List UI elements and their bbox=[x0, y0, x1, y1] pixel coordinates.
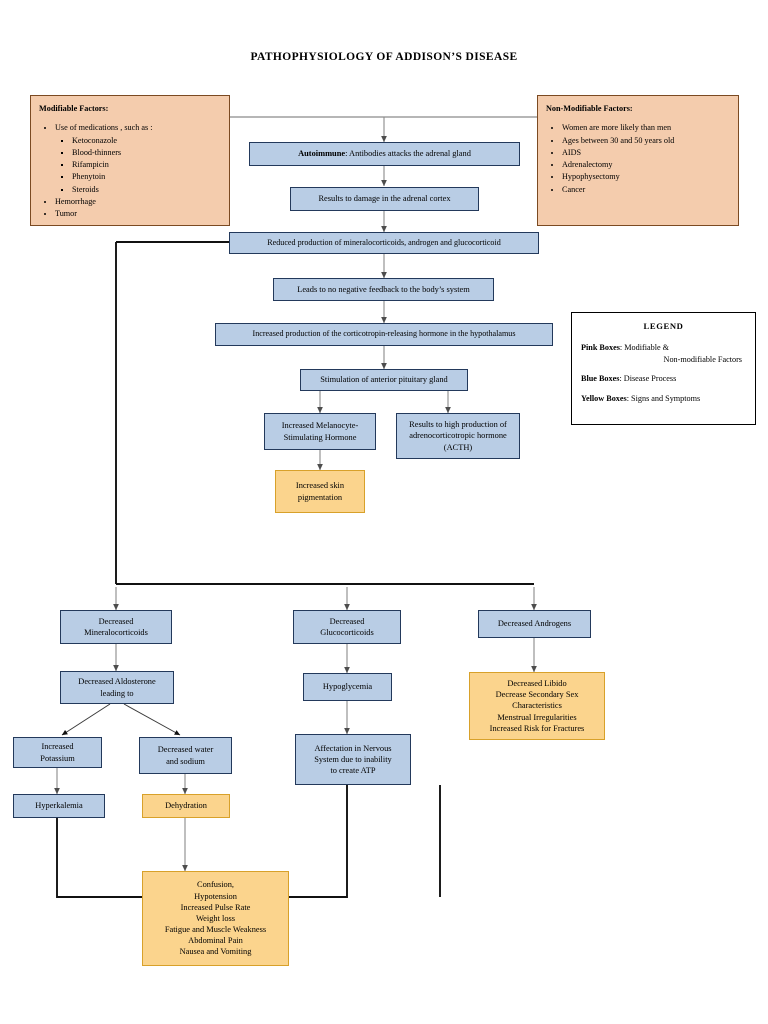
node-increased-potassium: Increased Potassium bbox=[13, 737, 102, 768]
legend-key: Pink Boxes bbox=[581, 342, 620, 352]
node-high-acth: Results to high production of adrenocort… bbox=[396, 413, 520, 459]
node-autoimmune-rest: : Antibodies attacks the adrenal gland bbox=[345, 149, 471, 159]
modifiable-factors-list: Use of medications , such as : Ketoconaz… bbox=[39, 122, 221, 220]
node-hypoglycemia: Hypoglycemia bbox=[303, 673, 392, 701]
list-item: Rifampicin bbox=[72, 159, 221, 171]
node-decreased-androgens: Decreased Androgens bbox=[478, 610, 591, 638]
legend-row-blue: Blue Boxes: Disease Process bbox=[581, 374, 677, 384]
legend-row-pink: Pink Boxes: Modifiable & Non-modifiable … bbox=[581, 342, 746, 367]
node-increased-skin-pigmentation: Increased skin pigmentation bbox=[275, 470, 365, 513]
non-modifiable-factors-list: Women are more likely than men Ages betw… bbox=[546, 122, 730, 196]
non-modifiable-factors-panel: Non-Modifiable Factors: Women are more l… bbox=[537, 95, 739, 226]
modifiable-factors-panel: Modifiable Factors: Use of medications ,… bbox=[30, 95, 230, 226]
list-item: Cancer bbox=[562, 184, 730, 196]
list-item: Hypophysectomy bbox=[562, 171, 730, 183]
node-pituitary-stimulation: Stimulation of anterior pituitary gland bbox=[300, 369, 468, 391]
list-item: Phenytoin bbox=[72, 171, 221, 183]
node-androgen-symptoms: Decreased Libido Decrease Secondary Sex … bbox=[469, 672, 605, 740]
list-item: Ages between 30 and 50 years old bbox=[562, 135, 730, 147]
medication-sublist: Ketoconazole Blood-thinners Rifampicin P… bbox=[55, 135, 221, 196]
non-modifiable-factors-heading: Non-Modifiable Factors: bbox=[546, 104, 633, 113]
node-reduced-production: Reduced production of mineralocorticoids… bbox=[229, 232, 539, 254]
list-item: Hemorrhage bbox=[55, 196, 221, 208]
legend-value: Signs and Symptoms bbox=[631, 393, 701, 403]
legend-key: Yellow Boxes bbox=[581, 393, 627, 403]
node-decreased-glucocorticoids: Decreased Glucocorticoids bbox=[293, 610, 401, 644]
list-item: Blood-thinners bbox=[72, 147, 221, 159]
list-item: Women are more likely than men bbox=[562, 122, 730, 134]
list-item: Ketoconazole bbox=[72, 135, 221, 147]
node-no-negative-feedback: Leads to no negative feedback to the bod… bbox=[273, 278, 494, 301]
page-title: PATHOPHYSIOLOGY OF ADDISON’S DISEASE bbox=[250, 51, 518, 63]
node-decreased-aldosterone: Decreased Aldosterone leading to bbox=[60, 671, 174, 704]
node-decreased-water-sodium: Decreased water and sodium bbox=[139, 737, 232, 774]
node-hyperkalemia: Hyperkalemia bbox=[13, 794, 105, 818]
node-increased-msh: Increased Melanocyte- Stimulating Hormon… bbox=[264, 413, 376, 450]
list-item: Steroids bbox=[72, 184, 221, 196]
legend-box: LEGEND Pink Boxes: Modifiable & Non-modi… bbox=[571, 312, 756, 425]
node-nervous-system-atp: Affectation in Nervous System due to ina… bbox=[295, 734, 411, 785]
modifiable-factors-heading: Modifiable Factors: bbox=[39, 104, 109, 113]
node-autoimmune: Autoimmune: Antibodies attacks the adren… bbox=[249, 142, 520, 166]
node-decreased-mineralocorticoids: Decreased Mineralocorticoids bbox=[60, 610, 172, 644]
node-increased-crh: Increased production of the corticotropi… bbox=[215, 323, 553, 346]
legend-title: LEGEND bbox=[643, 321, 684, 331]
legend-row-yellow: Yellow Boxes: Signs and Symptoms bbox=[581, 393, 701, 403]
list-item: AIDS bbox=[562, 147, 730, 159]
legend-value: Modifiable & bbox=[624, 342, 670, 352]
legend-value-continued: Non-modifiable Factors bbox=[663, 355, 742, 365]
node-adrenal-cortex-damage: Results to damage in the adrenal cortex bbox=[290, 187, 479, 211]
list-item: Use of medications , such as : Ketoconaz… bbox=[55, 122, 221, 196]
node-autoimmune-lead: Autoimmune bbox=[298, 149, 346, 159]
list-item: Adrenalectomy bbox=[562, 159, 730, 171]
legend-key: Blue Boxes bbox=[581, 374, 620, 384]
list-item: Tumor bbox=[55, 208, 221, 220]
node-general-symptoms: Confusion, Hypotension Increased Pulse R… bbox=[142, 871, 289, 966]
node-dehydration: Dehydration bbox=[142, 794, 230, 818]
legend-value: Disease Process bbox=[623, 374, 677, 384]
